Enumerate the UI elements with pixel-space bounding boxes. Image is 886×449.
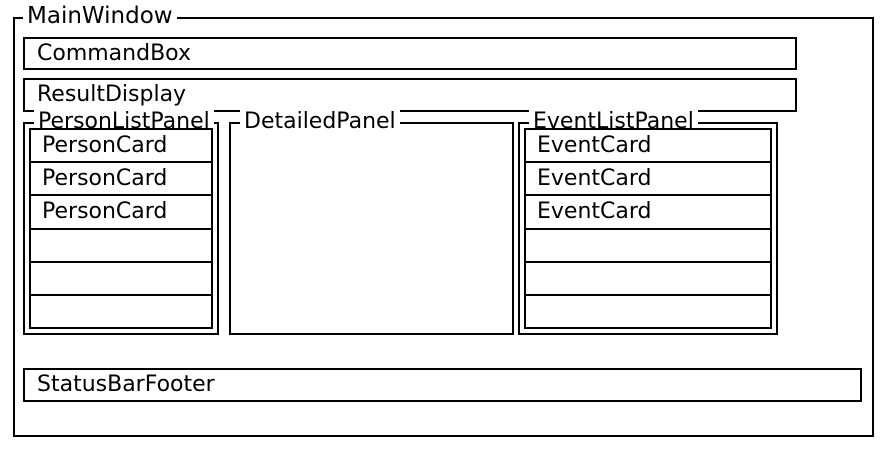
event-card-row[interactable]: EventCard <box>526 196 770 230</box>
event-card-row[interactable]: EventCard <box>526 130 770 164</box>
main-window-group: MainWindow <box>13 3 874 437</box>
event-card-row-empty[interactable] <box>526 230 770 263</box>
event-card-row[interactable]: EventCard <box>526 163 770 197</box>
result-display: ResultDisplay <box>23 78 797 112</box>
person-card-row-empty[interactable] <box>31 296 211 327</box>
status-bar-footer-label: StatusBarFooter <box>37 372 215 397</box>
command-box[interactable]: CommandBox <box>23 37 797 70</box>
person-card-label: PersonCard <box>42 132 168 158</box>
person-card-row-empty[interactable] <box>31 230 211 263</box>
event-card-label: EventCard <box>537 165 652 191</box>
person-card-row[interactable]: PersonCard <box>31 196 211 230</box>
person-card-label: PersonCard <box>42 198 168 224</box>
person-list-panel: PersonListPanel PersonCard PersonCard Pe… <box>23 109 219 335</box>
person-card-row[interactable]: PersonCard <box>31 130 211 164</box>
status-bar-footer: StatusBarFooter <box>23 368 862 402</box>
event-list-panel: EventListPanel EventCard EventCard Event… <box>518 109 778 335</box>
main-window-label: MainWindow <box>23 3 177 29</box>
detailed-panel: DetailedPanel <box>229 109 514 335</box>
person-card-row-empty[interactable] <box>31 263 211 296</box>
event-card-label: EventCard <box>537 198 652 224</box>
result-display-label: ResultDisplay <box>37 82 187 107</box>
person-card-row[interactable]: PersonCard <box>31 163 211 197</box>
event-card-row-empty[interactable] <box>526 263 770 296</box>
person-card-list[interactable]: PersonCard PersonCard PersonCard <box>29 128 213 329</box>
event-card-label: EventCard <box>537 132 652 158</box>
event-card-list[interactable]: EventCard EventCard EventCard <box>524 128 772 329</box>
command-box-label: CommandBox <box>37 40 191 66</box>
person-card-label: PersonCard <box>42 165 168 191</box>
event-card-row-empty[interactable] <box>526 296 770 327</box>
detailed-panel-label: DetailedPanel <box>240 109 400 135</box>
